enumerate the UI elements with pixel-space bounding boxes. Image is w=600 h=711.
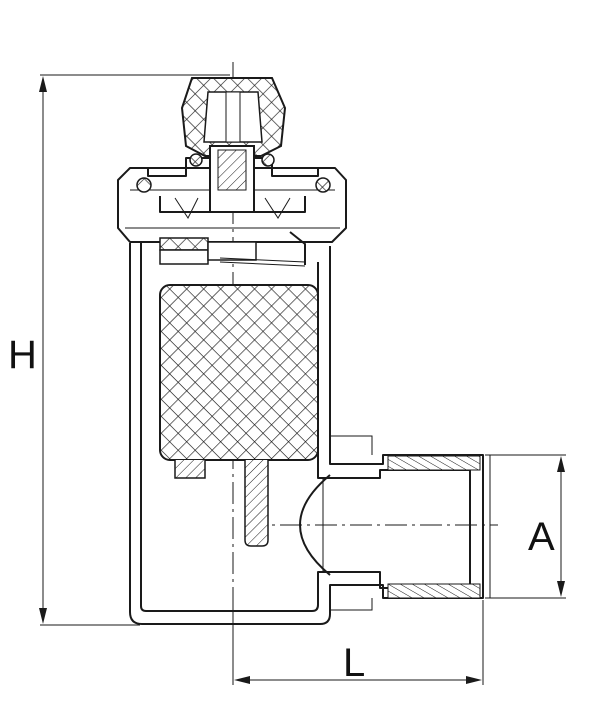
width-label: A	[528, 515, 555, 559]
float	[159, 284, 319, 547]
length-label: L	[343, 641, 365, 685]
valve-cap	[117, 153, 347, 243]
dimension-a: A	[485, 454, 566, 599]
dimension-l: L	[232, 600, 484, 685]
dimension-h: H	[8, 74, 230, 626]
height-label: H	[8, 333, 37, 377]
knob-cap	[180, 77, 287, 157]
lever-mechanism	[159, 231, 306, 267]
valve-stem	[209, 145, 255, 213]
valve-body	[129, 243, 491, 625]
